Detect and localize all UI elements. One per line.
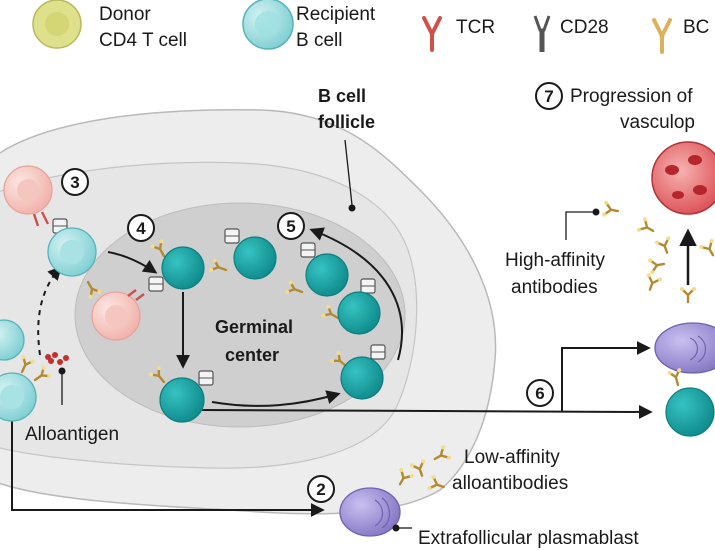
step-badge-2: 2 <box>307 475 335 503</box>
donor-cell-gc <box>91 289 145 341</box>
svg-text:2: 2 <box>316 480 325 499</box>
gc-b-cell-step4 <box>148 237 205 292</box>
legend-recipient-line2: B cell <box>296 30 342 51</box>
legend-tcr-label: TCR <box>456 17 495 38</box>
recipient-b-legend-icon <box>242 0 294 50</box>
step-badge-3: 3 <box>61 168 89 196</box>
legend-bcr-label: BC <box>683 17 709 38</box>
step-badge-4: 4 <box>127 214 155 242</box>
flow-arrows <box>11 227 697 517</box>
legend-recipient-line1: Recipient <box>296 4 376 25</box>
alloantigen-icon <box>45 352 69 365</box>
high-affinity-label-line1: High-affinity <box>505 250 605 271</box>
legend-donor-line2: CD4 T cell <box>99 30 187 51</box>
arrow-to-exit <box>199 404 653 419</box>
svg-text:3: 3 <box>70 173 79 192</box>
svg-text:6: 6 <box>535 384 544 403</box>
legend: l Donor CD4 T cell Recipient B cell TCR … <box>0 0 709 54</box>
follicle-label-line1: B cell <box>318 86 366 106</box>
recipient-b-cell-left-lower <box>0 353 54 422</box>
follicle-label-line2: follicle <box>318 112 375 132</box>
gc-b-cell-d <box>328 344 386 400</box>
svg-text:7: 7 <box>544 87 553 106</box>
recipient-b-cell-left-edge <box>0 319 25 361</box>
tcr-legend-icon <box>422 16 442 52</box>
progression-label-line1: Progression of <box>570 86 693 107</box>
high-affinity-pointer-line <box>565 211 596 240</box>
follicle-pointer-dot <box>348 204 356 212</box>
high-affinity-pointer-dot <box>592 208 600 216</box>
arrow-to-plasma <box>561 341 651 412</box>
donor-cell-top <box>3 165 53 227</box>
low-affinity-label-line2: alloantibodies <box>452 473 568 494</box>
germinal-center-label-line2: center <box>225 345 279 365</box>
follicle-pointer-line <box>344 139 353 206</box>
svg-text:4: 4 <box>136 219 146 238</box>
arrow-gc-bottom <box>211 390 341 407</box>
arrow-dashed-up <box>37 265 62 356</box>
low-affinity-label-line1: Low-affinity <box>464 447 560 468</box>
step-badge-5: 5 <box>277 212 305 240</box>
progression-label-line2: vasculop <box>620 112 695 133</box>
legend-donor-line1: Donor <box>99 4 151 25</box>
alloantigen-label: Alloantigen <box>25 424 119 445</box>
gc-b-cell-a <box>207 228 277 280</box>
blood-vessel-icon <box>651 141 715 215</box>
high-affinity-antibodies-icon <box>600 199 715 304</box>
memory-b-cell-right <box>665 366 715 437</box>
arrow-to-germinal <box>107 251 158 274</box>
legend-cd28-label: CD28 <box>560 17 609 38</box>
alloantigen-pointer-dot <box>58 367 66 375</box>
extrafollicular-plasmablast <box>339 487 401 537</box>
step-badge-7: 7 <box>535 82 563 110</box>
extrafollicular-label: Extrafollicular plasmablast <box>418 528 639 549</box>
bcr-legend-icon <box>652 18 672 54</box>
gc-b-cell-bottom <box>147 364 214 423</box>
donor-cd4-legend-icon <box>32 0 82 49</box>
plasma-cell-right <box>654 322 715 374</box>
step-badge-6: 6 <box>526 379 554 407</box>
high-affinity-label-line2: antibodies <box>511 277 598 298</box>
arrow-to-extrafollicular <box>11 420 325 517</box>
gc-b-cell-b <box>283 242 349 300</box>
gc-b-cell-c <box>319 278 381 335</box>
extrafollicular-pointer-dot <box>392 524 400 532</box>
svg-text:5: 5 <box>286 217 295 236</box>
germinal-center-label-line1: Germinal <box>215 317 293 337</box>
recipient-b-cell-step3 <box>47 218 104 301</box>
cd28-legend-icon <box>533 15 551 52</box>
arrow-gc-curve <box>309 227 403 361</box>
